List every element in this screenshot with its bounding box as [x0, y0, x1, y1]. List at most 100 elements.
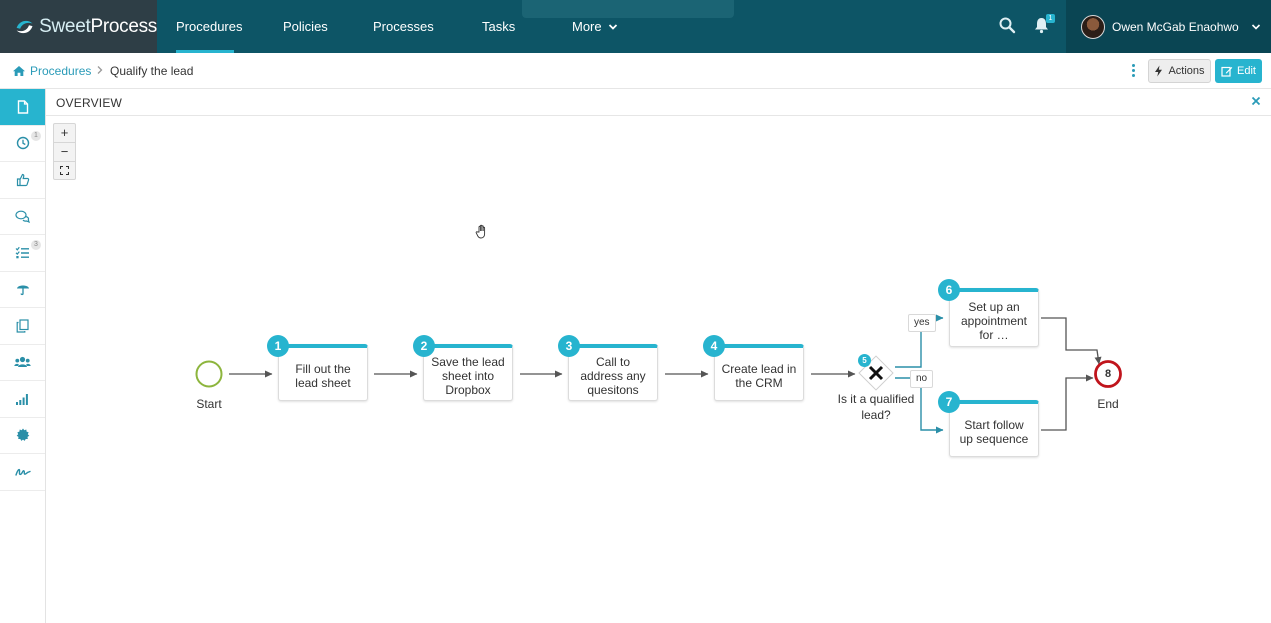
search-button[interactable] [998, 16, 1018, 36]
step-3-text: Call to address any quesitons [580, 355, 646, 397]
sidebar-item-overview[interactable] [0, 89, 45, 126]
decision-label-line2: lead? [861, 408, 891, 422]
copy-icon [16, 319, 29, 333]
zoom-out-button[interactable]: − [54, 143, 75, 162]
step-1-text: Fill out the lead sheet [295, 362, 351, 390]
step-node-2[interactable]: Save the lead sheet into Dropbox [423, 344, 513, 401]
top-nav: SweetProcess Procedures Policies Process… [0, 0, 1271, 53]
history-count-badge: 1 [31, 130, 41, 141]
nav-procedures-label: Procedures [176, 19, 243, 34]
connector-step7-to-end [1041, 374, 1094, 431]
nav-more-label: More [572, 19, 602, 34]
user-name: Owen McGab Enaohwo [1112, 19, 1239, 34]
notifications-button[interactable]: 1 [1033, 14, 1055, 36]
signal-bars-icon [16, 393, 28, 405]
nav-more[interactable]: More [572, 0, 618, 53]
nav-procedures[interactable]: Procedures [176, 0, 242, 53]
gear-badge-icon [16, 428, 29, 442]
sidebar-item-copies[interactable] [0, 308, 45, 345]
user-menu[interactable]: Owen McGab Enaohwo [1066, 0, 1271, 53]
notification-count: 1 [1046, 14, 1055, 23]
zoom-in-button[interactable]: + [54, 124, 75, 143]
nav-tasks-label: Tasks [482, 19, 516, 34]
start-event[interactable] [195, 360, 223, 388]
checklist-icon [15, 247, 29, 259]
page-title: Qualify the lead [110, 64, 194, 78]
sidebar-item-policies[interactable] [0, 272, 45, 308]
document-icon [17, 100, 28, 114]
nav-tasks[interactable]: Tasks [482, 0, 515, 53]
edit-icon [1221, 66, 1233, 77]
sidebar-item-badges[interactable] [0, 418, 45, 454]
edit-label: Edit [1237, 65, 1256, 77]
end-step-number: 8 [1104, 368, 1112, 380]
overview-title: OVERVIEW [56, 96, 123, 110]
search-icon [999, 17, 1016, 34]
nav-policies[interactable]: Policies [283, 0, 328, 53]
step-7-number: 7 [938, 391, 960, 413]
tasks-count-badge: 3 [31, 240, 41, 250]
step-node-1[interactable]: Fill out the lead sheet [278, 344, 368, 401]
sidebar-item-reports[interactable] [0, 381, 45, 418]
breadcrumb-procedures-link[interactable]: Procedures [12, 64, 91, 78]
nav-policies-label: Policies [283, 19, 328, 34]
nav-processes[interactable]: Processes [373, 0, 434, 53]
close-x-gateway-icon [868, 365, 884, 381]
brand-name: SweetProcess [39, 15, 157, 37]
decision-label-line1: Is it a qualified [837, 392, 915, 406]
chevron-down-icon [1251, 23, 1260, 30]
actions-button[interactable]: Actions [1148, 59, 1211, 83]
sidebar-item-history[interactable]: 1 [0, 126, 45, 162]
zoom-controls: + − [53, 123, 76, 180]
end-label: End [1097, 397, 1119, 411]
chevron-right-icon [97, 66, 103, 74]
bell-icon [1035, 18, 1048, 34]
step-node-7[interactable]: Start follow up sequence [949, 400, 1039, 457]
sidebar-item-approvals[interactable] [0, 162, 45, 199]
breadcrumb-root-label: Procedures [30, 64, 92, 78]
sidebar-item-comments[interactable] [0, 199, 45, 235]
breadcrumb: Procedures Qualify the lead Actions Edit [0, 53, 1271, 89]
actions-label: Actions [1168, 65, 1205, 77]
sidebar-item-signoff[interactable] [0, 454, 45, 491]
end-event[interactable] [1094, 360, 1122, 388]
expand-icon [59, 165, 70, 176]
step-7-text: Start follow up sequence [959, 418, 1029, 446]
umbrella-icon [16, 285, 29, 296]
users-icon [14, 357, 31, 368]
left-sidebar: 1 3 [0, 89, 46, 623]
nav-ghost-tab [522, 0, 734, 18]
fit-view-button[interactable] [54, 162, 75, 181]
edit-button[interactable]: Edit [1215, 59, 1262, 83]
thumbs-up-icon [16, 173, 29, 186]
step-4-number: 4 [703, 335, 725, 357]
sidebar-item-tasks[interactable]: 3 [0, 235, 45, 272]
overview-header: OVERVIEW [46, 89, 1271, 116]
sweetprocess-logo-icon [16, 20, 33, 33]
start-label: Start [196, 397, 222, 411]
close-overview-button[interactable] [1251, 94, 1261, 109]
comments-icon [15, 210, 30, 223]
step-6-number: 6 [938, 279, 960, 301]
sidebar-item-team[interactable] [0, 345, 45, 381]
home-icon [13, 66, 25, 76]
step-6-text: Set up an appointment for … [960, 300, 1028, 342]
brand-logo[interactable]: SweetProcess [0, 0, 157, 53]
step-node-3[interactable]: Call to address any quesitons [568, 344, 658, 401]
step-1-number: 1 [267, 335, 289, 357]
connector-step6-to-end [1041, 317, 1102, 365]
close-icon [1251, 96, 1261, 106]
decision-number: 5 [858, 354, 871, 367]
edge-label-no: no [910, 370, 934, 388]
step-node-6[interactable]: Set up an appointment for … [949, 288, 1039, 347]
edge-label-yes: yes [908, 314, 936, 332]
clock-icon [16, 137, 29, 150]
step-2-text: Save the lead sheet into Dropbox [431, 355, 505, 397]
avatar [1081, 14, 1105, 39]
step-3-number: 3 [558, 335, 580, 357]
pan-hand-icon [475, 224, 486, 239]
step-node-4[interactable]: Create lead in the CRM [714, 344, 804, 401]
chevron-down-icon [608, 23, 617, 30]
more-options-button[interactable] [1128, 63, 1138, 79]
